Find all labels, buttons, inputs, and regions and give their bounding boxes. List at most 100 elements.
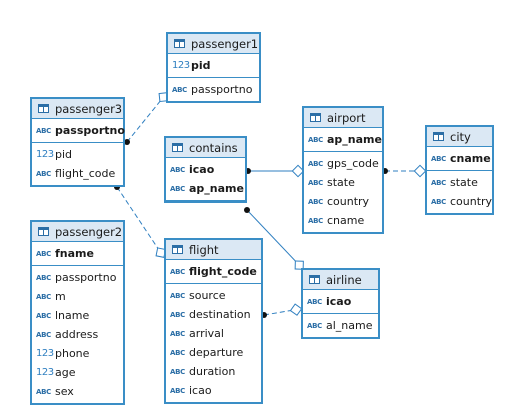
text-type-icon: ABC <box>170 348 185 357</box>
relation-start-dot <box>244 207 250 213</box>
attribute-name: lname <box>55 309 90 322</box>
attribute-name: passportno <box>55 124 125 137</box>
table-icon <box>38 227 49 236</box>
numeric-type-icon: 123 <box>36 348 54 359</box>
text-type-icon: ABC <box>36 292 51 301</box>
text-type-icon: ABC <box>36 249 51 258</box>
table-icon <box>172 245 183 254</box>
attribute-name: icao <box>189 384 212 397</box>
relation-flight-airline[interactable] <box>263 308 301 316</box>
relation-passenger3-passenger1[interactable] <box>126 93 167 143</box>
text-type-icon: ABC <box>308 216 323 225</box>
attribute-row[interactable]: ABC m <box>32 287 123 306</box>
table-icon <box>172 143 183 152</box>
attribute-row[interactable]: ABC sex <box>32 382 123 401</box>
text-type-icon: ABC <box>36 387 51 396</box>
text-type-icon: ABC <box>431 197 446 206</box>
attribute-row[interactable]: ABC country <box>427 192 492 211</box>
text-type-icon: ABC <box>170 367 185 376</box>
entity-header[interactable]: passenger3 <box>32 99 123 119</box>
entity-header[interactable]: flight <box>166 240 261 260</box>
entity-header[interactable]: airline <box>303 270 378 290</box>
entity-header[interactable]: airport <box>304 108 382 128</box>
attribute-name: country <box>450 195 493 208</box>
attribute-name: source <box>189 289 226 302</box>
text-type-icon: ABC <box>307 321 322 330</box>
text-type-icon: ABC <box>36 311 51 320</box>
text-type-icon: ABC <box>172 85 187 94</box>
entity-title: passenger1 <box>191 36 259 51</box>
attribute-row[interactable]: ABC lname <box>32 306 123 325</box>
attribute-name: al_name <box>326 319 373 332</box>
attribute-name: cname <box>450 152 491 165</box>
table-icon <box>433 132 444 141</box>
entity-header[interactable]: passenger1 <box>168 34 259 54</box>
text-type-icon: ABC <box>431 154 446 163</box>
table-icon <box>174 39 185 48</box>
text-type-icon: ABC <box>308 178 323 187</box>
entity-header[interactable]: contains <box>166 138 245 158</box>
entity-header[interactable]: city <box>427 127 492 147</box>
attribute-name: sex <box>55 385 74 398</box>
attribute-row[interactable]: ABC duration <box>166 362 261 381</box>
text-type-icon: ABC <box>170 291 185 300</box>
attribute-name: duration <box>189 365 236 378</box>
key-attribute-row[interactable]: ABC cname <box>427 149 492 168</box>
attribute-row[interactable]: ABC al_name <box>303 316 378 335</box>
numeric-type-icon: 123 <box>36 367 54 378</box>
attribute-name: icao <box>189 163 215 176</box>
text-type-icon: ABC <box>307 297 322 306</box>
entity-title: flight <box>189 242 219 257</box>
numeric-type-icon: 123 <box>36 149 54 160</box>
attribute-name: phone <box>55 347 90 360</box>
entity-header[interactable]: passenger2 <box>32 222 123 242</box>
key-section: ABC cname <box>427 147 492 171</box>
table-icon <box>310 113 321 122</box>
text-type-icon: ABC <box>170 329 185 338</box>
attribute-name: m <box>55 290 66 303</box>
attribute-row[interactable]: ABC source <box>166 286 261 305</box>
